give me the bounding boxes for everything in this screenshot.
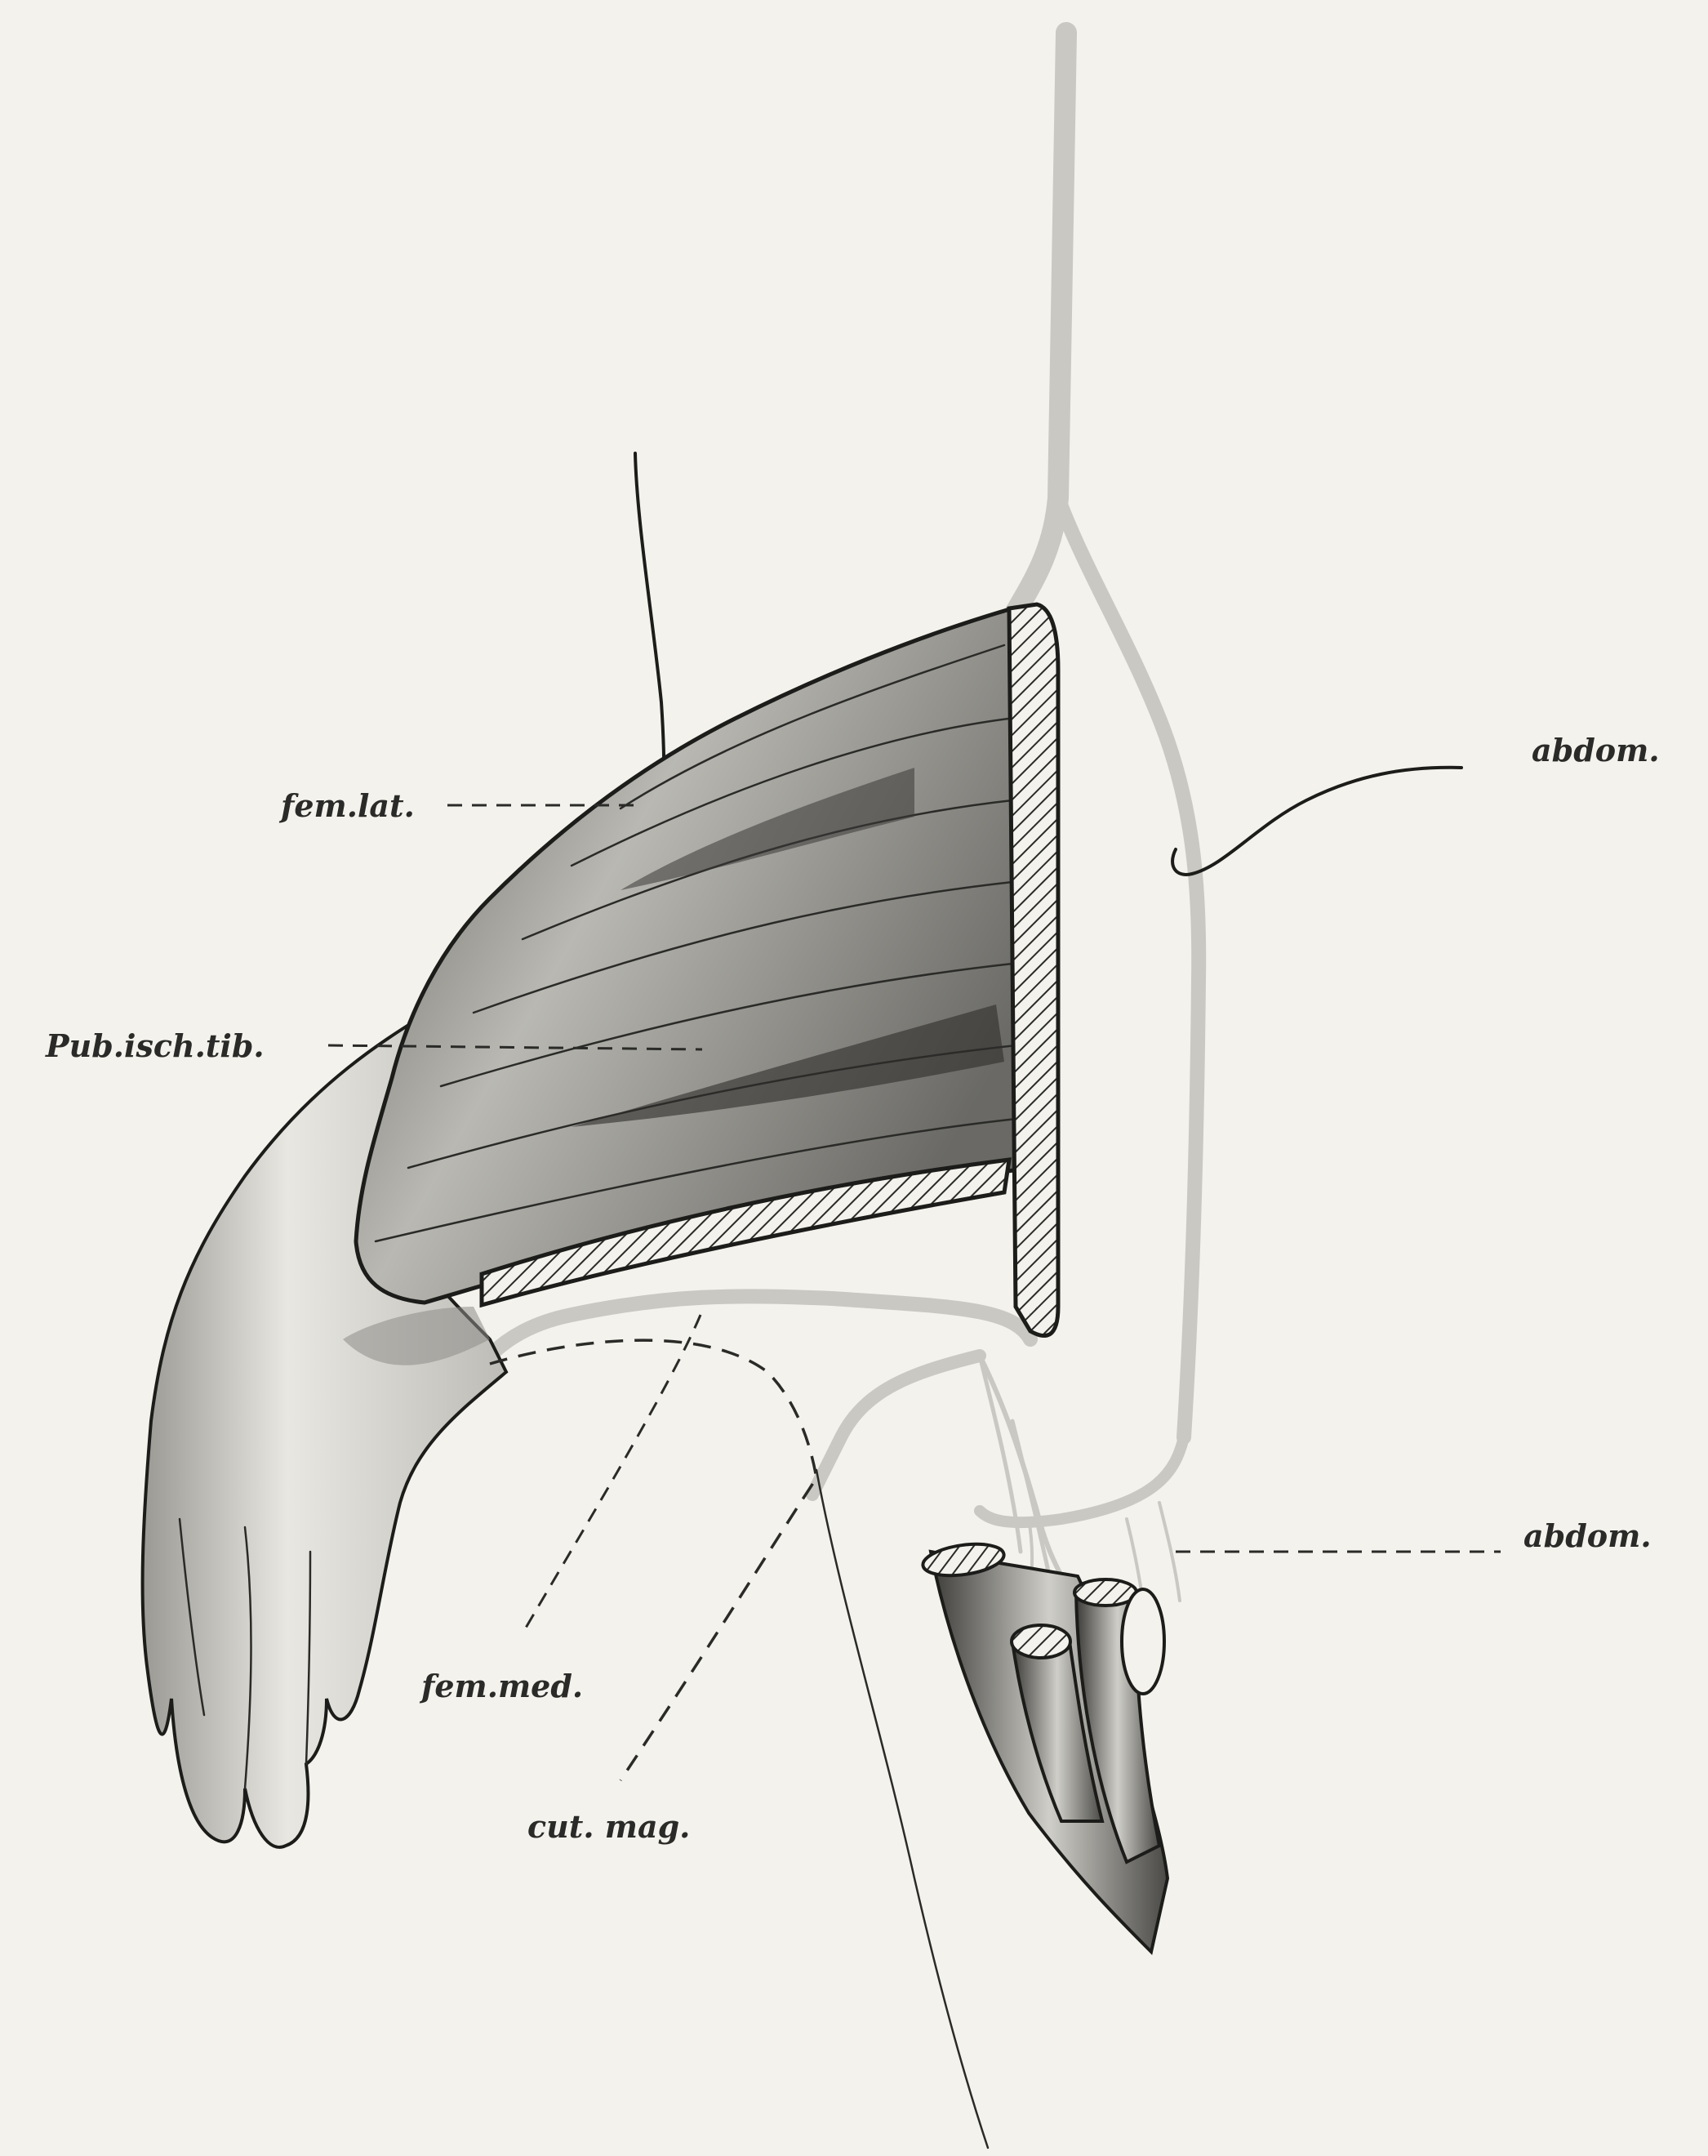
label-abdom-upper: abdom. [1532, 732, 1660, 768]
thigh-muscle [356, 604, 1058, 1336]
label-fem-med: fem.med. [419, 1668, 583, 1704]
label-pub-isch-tib: Pub.isch.tib. [45, 1027, 265, 1064]
label-fem-lat: fem.lat. [278, 787, 415, 824]
vessel-stumps [921, 1539, 1168, 1952]
label-cut-mag: cut. mag. [527, 1808, 690, 1845]
label-abdom-lower: abdom. [1523, 1517, 1652, 1554]
